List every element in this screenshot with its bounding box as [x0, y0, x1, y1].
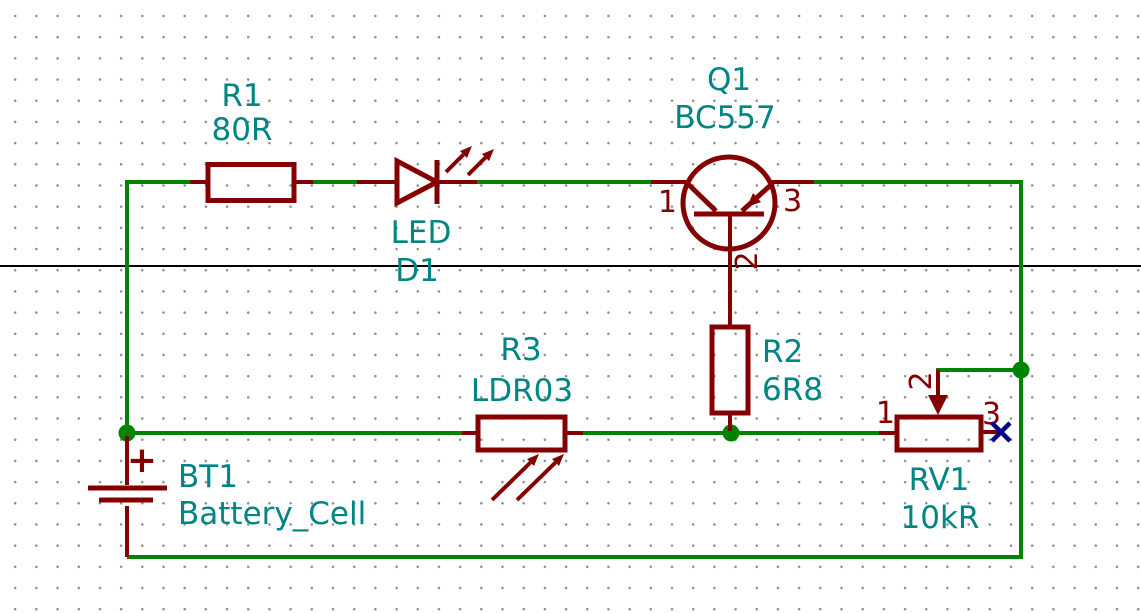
component-d1[interactable]: LED D1: [357, 146, 494, 289]
component-r2[interactable]: R2 6R8: [709, 324, 823, 431]
d1-reference-label[interactable]: D1: [395, 253, 439, 289]
rv1-pin2-number: 2: [904, 371, 939, 390]
component-bt1[interactable]: + BT1 Battery_Cell: [88, 436, 366, 557]
component-rv1[interactable]: 1 3 2 RV1 10kR: [876, 370, 1001, 536]
junction-wiper-node[interactable]: [1012, 361, 1030, 379]
d1-emission-arrows: [444, 146, 494, 177]
r2-reference-label[interactable]: R2: [762, 334, 803, 370]
component-r3[interactable]: R3 LDR03: [462, 332, 583, 502]
rv1-pin3-number: 3: [982, 397, 1001, 432]
d1-value-label[interactable]: LED: [391, 215, 452, 251]
d1-diode-triangle: [394, 156, 443, 208]
bt1-value-label[interactable]: Battery_Cell: [178, 496, 366, 532]
r2-resistor-body: [709, 324, 751, 416]
bt1-plus-marker: +: [127, 440, 157, 481]
q1-emitter-arrow: [747, 193, 761, 207]
r1-resistor-body: [205, 162, 297, 203]
q1-pin1-number: 1: [658, 185, 677, 220]
q1-collector-diagonal: [685, 181, 718, 213]
bt1-reference-label[interactable]: BT1: [178, 459, 238, 495]
junction-r2-node[interactable]: [722, 424, 740, 442]
q1-value-label[interactable]: BC557: [674, 100, 776, 136]
rv1-reference-label[interactable]: RV1: [909, 462, 970, 498]
r3-value-label[interactable]: LDR03: [471, 373, 573, 409]
wire-top-left-vertical[interactable]: [125, 180, 190, 433]
r2-value-label[interactable]: 6R8: [762, 372, 823, 408]
rv1-pin1-number: 1: [876, 396, 895, 431]
rv1-resistor-body: [894, 414, 984, 453]
q1-reference-label[interactable]: Q1: [707, 62, 751, 98]
r1-value-label[interactable]: 80R: [212, 112, 273, 148]
rv1-wiper-arrow: [928, 395, 948, 415]
no-connect-marker[interactable]: [990, 421, 1012, 443]
component-r1[interactable]: R1 80R: [190, 78, 313, 203]
junction-battery-node[interactable]: [118, 424, 136, 442]
rv1-value-label[interactable]: 10kR: [901, 500, 980, 536]
r3-resistor-body: [475, 414, 568, 453]
q1-transistor-circle: [680, 154, 778, 252]
r3-reference-label[interactable]: R3: [500, 332, 541, 368]
r1-reference-label[interactable]: R1: [221, 78, 262, 114]
q1-emitter-diagonal: [740, 181, 775, 213]
component-q1[interactable]: 1 3 2 Q1 BC557: [651, 62, 814, 327]
q1-pin2-number: 2: [730, 251, 765, 270]
q1-pin3-number: 3: [783, 184, 802, 219]
r3-light-arrows: [490, 454, 564, 502]
